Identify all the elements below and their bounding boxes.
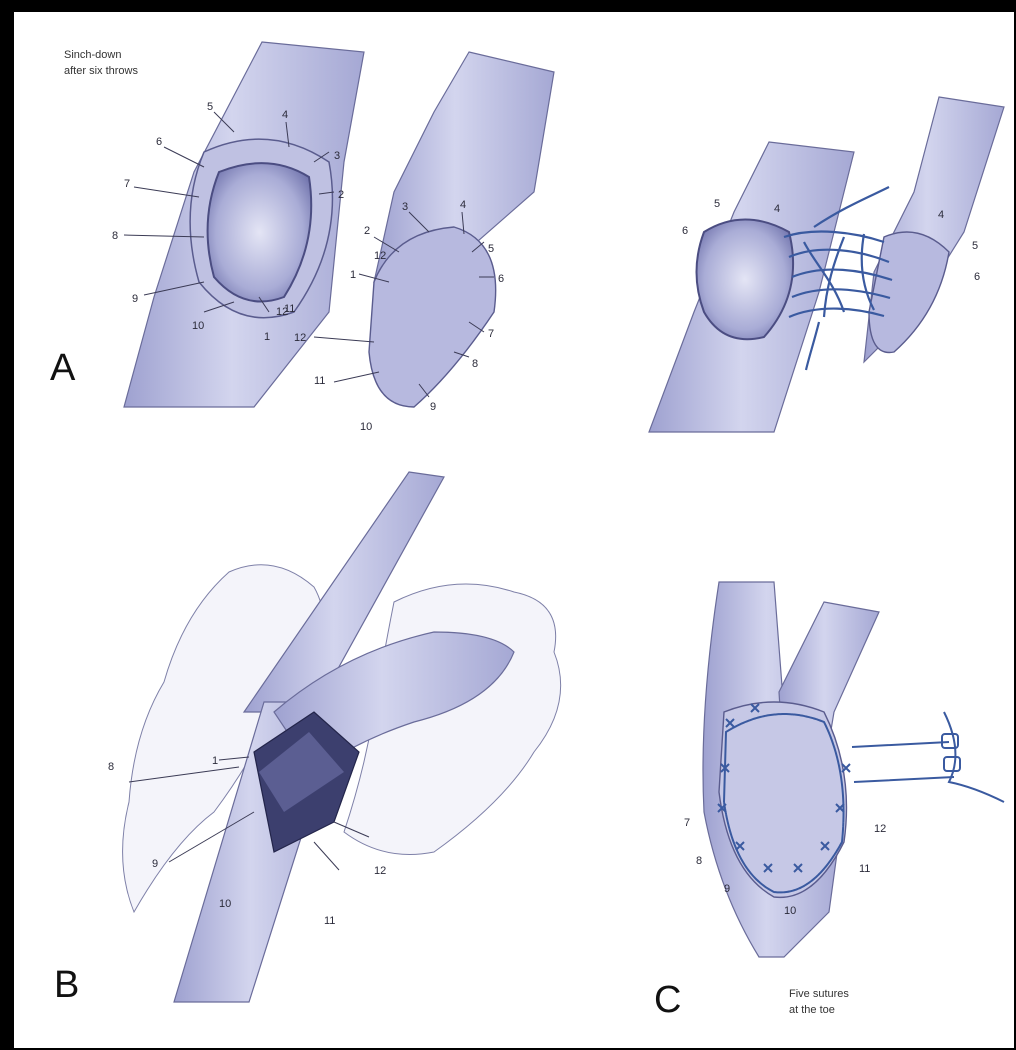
suture-number-9: 9 — [132, 293, 138, 305]
suture-number-9: 9 — [430, 401, 436, 413]
suture-number-4: 4 — [282, 109, 288, 121]
anastomosis-figure: 4 3 2 5 6 7 8 9 10 12 1 4 5 6 3 2 12 1 1… — [14, 12, 1014, 1048]
suture-number-12-top: 12 — [374, 250, 386, 262]
caption-top-line-1: Sinch-down — [64, 49, 121, 61]
suture-number-11: 11 — [314, 375, 325, 387]
suture-number-4: 4 — [460, 199, 466, 211]
caption-top: Sinch-down after six throws — [64, 49, 138, 77]
panel-a-right-vessel — [369, 52, 554, 407]
panel-c-vessels — [703, 582, 879, 957]
suture-number-5: 5 — [207, 101, 213, 113]
suture-number-6: 6 — [156, 136, 162, 148]
suture-number-11-left: 11 — [284, 303, 295, 315]
suture-number-5-right: 5 — [972, 240, 978, 252]
suture-number-8: 8 — [696, 855, 702, 867]
suture-number-2: 2 — [364, 225, 370, 237]
suture-number-8: 8 — [108, 761, 114, 773]
suture-number-12: 12 — [874, 823, 886, 835]
suture-number-10: 10 — [192, 320, 204, 332]
suture-number-3: 3 — [334, 150, 340, 162]
suture-number-7: 7 — [684, 817, 690, 829]
caption-top-line-2: after six throws — [64, 65, 138, 77]
panel-letter-c: C — [654, 979, 681, 1021]
suture-number-10: 10 — [219, 898, 231, 910]
suture-number-9: 9 — [724, 883, 730, 895]
suture-number-1: 1 — [212, 755, 218, 767]
suture-number-8: 8 — [112, 230, 118, 242]
panel-a-left-vessel — [124, 42, 364, 407]
suture-number-8: 8 — [472, 358, 478, 370]
suture-number-6: 6 — [498, 273, 504, 285]
panel-a-sewn-vessels — [649, 97, 1004, 432]
caption-bottom-line-1: Five sutures — [789, 988, 849, 1000]
caption-bottom-line-2: at the toe — [789, 1004, 835, 1016]
suture-number-10: 10 — [360, 421, 372, 433]
panel-letter-b: B — [54, 964, 79, 1006]
suture-number-10: 10 — [784, 905, 796, 917]
suture-number-6: 6 — [682, 225, 688, 237]
suture-number-1: 1 — [350, 269, 356, 281]
suture-number-1-mark: 1 — [264, 331, 270, 343]
suture-number-4-right: 4 — [938, 209, 944, 221]
caption-bottom: Five sutures at the toe — [789, 988, 849, 1016]
figure-canvas: 4 3 2 5 6 7 8 9 10 12 1 4 5 6 3 2 12 1 1… — [14, 12, 1014, 1048]
suture-number-9: 9 — [152, 858, 158, 870]
suture-number-3: 3 — [402, 201, 408, 213]
suture-number-4: 4 — [774, 203, 780, 215]
suture-number-12: 12 — [294, 332, 306, 344]
suture-number-2: 2 — [338, 189, 344, 201]
suture-number-5: 5 — [714, 198, 720, 210]
suture-number-12: 12 — [374, 865, 386, 877]
suture-number-11: 11 — [859, 863, 870, 875]
suture-number-11: 11 — [324, 915, 335, 927]
suture-number-7: 7 — [488, 328, 494, 340]
suture-number-6-right: 6 — [974, 271, 980, 283]
suture-number-7: 7 — [124, 178, 130, 190]
suture-number-5: 5 — [488, 243, 494, 255]
panel-letter-a: A — [50, 347, 76, 389]
